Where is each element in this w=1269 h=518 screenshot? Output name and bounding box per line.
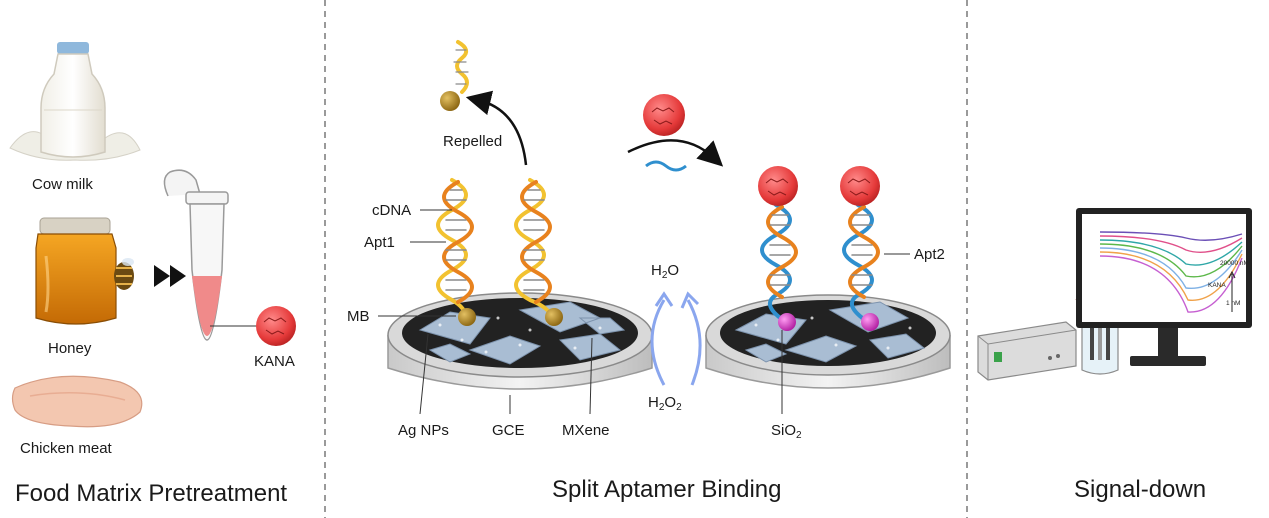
apt1-apt2-helix-1 — [760, 203, 798, 324]
h2o-arrow-2 — [686, 299, 702, 386]
kana-molecule-left — [256, 306, 296, 346]
label-repelled: Repelled — [443, 133, 503, 150]
kana-bound-2 — [840, 166, 880, 206]
cdna-apt1-helix-1 — [436, 178, 474, 320]
sio2-bead-1 — [778, 313, 796, 331]
label-sio2: SiO2 — [771, 422, 802, 441]
label-mxene: MXene — [562, 422, 610, 439]
label-apt2: Apt2 — [914, 246, 945, 263]
panel-title-food: Food Matrix Pretreatment — [15, 480, 288, 507]
cdna-apt1-helix-2 — [514, 178, 554, 320]
electrochemical-cell-icon — [1075, 291, 1119, 375]
mb-bead-2 — [545, 308, 563, 326]
signal-bottom-label: 1 nM — [1226, 300, 1241, 307]
signal-top-label: 20000 nM — [1220, 260, 1249, 267]
double-arrow-icon — [154, 265, 186, 287]
potentiostat-icon — [977, 321, 1077, 381]
label-cow-milk: Cow milk — [32, 176, 93, 193]
label-gce: GCE — [492, 422, 525, 439]
mb-bead-1 — [458, 308, 476, 326]
honey-jar-icon — [35, 217, 134, 325]
apt2-free-strand — [645, 160, 687, 172]
panel-title-aptamer: Split Aptamer Binding — [552, 476, 782, 503]
cv-curves — [1099, 231, 1243, 313]
kana-molecule-top — [643, 94, 685, 136]
sio2-bead-2 — [861, 313, 879, 331]
signal-axis-label: KANA — [1208, 282, 1226, 289]
label-mb: MB — [347, 308, 370, 325]
h2o-arrow-1 — [650, 299, 666, 386]
apt1-apt2-helix-2 — [842, 203, 880, 324]
repelled-strand — [453, 40, 469, 94]
chicken-meat-icon — [11, 375, 143, 428]
kana-axis-arrow — [1228, 270, 1236, 312]
label-h2o2: H2O2 — [648, 394, 682, 413]
label-honey: Honey — [48, 340, 92, 357]
label-kana: KANA — [254, 353, 295, 370]
panel-title-signal: Signal-down — [1074, 476, 1207, 503]
label-ag-nps: Ag NPs — [398, 422, 449, 439]
repelled-arrow — [465, 90, 528, 166]
label-cdna: cDNA — [372, 202, 412, 219]
kana-bound-1 — [758, 166, 798, 206]
milk-bottle-icon — [9, 42, 141, 161]
label-apt1: Apt1 — [364, 234, 395, 251]
label-chicken-meat: Chicken meat — [20, 440, 112, 457]
repelled-mb-bead — [440, 91, 460, 111]
leader-lines — [378, 209, 910, 415]
eppendorf-tube-icon — [163, 169, 229, 341]
binding-arrow — [627, 139, 724, 167]
electrode-right — [705, 294, 951, 389]
label-h2o: H2O — [651, 262, 680, 281]
